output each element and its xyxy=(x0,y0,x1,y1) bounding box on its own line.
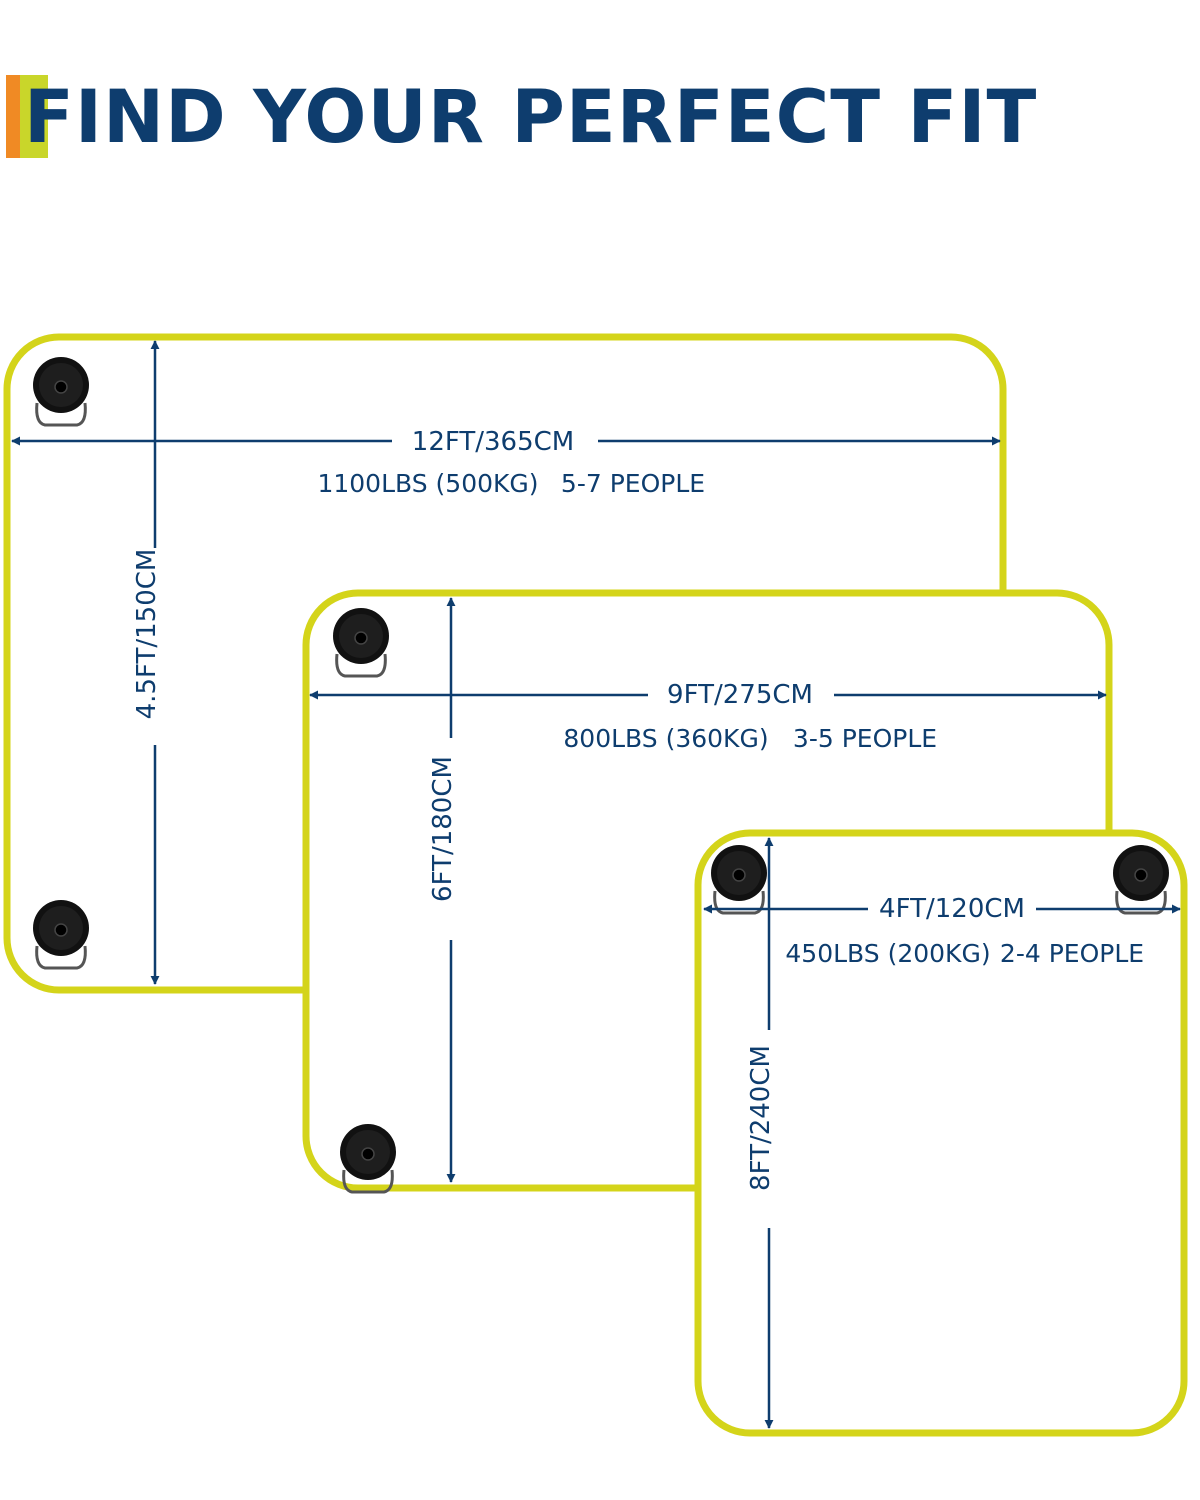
mat-medium-capacity: 800LBS (360KG) xyxy=(563,724,768,753)
mat-medium-length: 9FT/275CM xyxy=(667,680,813,710)
mat-medium-width: 6FT/180CM xyxy=(428,756,458,902)
accent-bar-yellow xyxy=(20,75,48,158)
mat-small-capacity: 450LBS (200KG) xyxy=(785,939,990,968)
mat-medium-people: 3-5 PEOPLE xyxy=(793,724,937,753)
mat-small-outline xyxy=(694,829,1188,1437)
mat-small-people: 2-4 PEOPLE xyxy=(1000,939,1144,968)
mat-small-width: 8FT/240CM xyxy=(746,1045,776,1191)
mat-large-capacity: 1100LBS (500KG) xyxy=(317,469,538,498)
accent-bar-orange xyxy=(6,75,20,158)
mat-large-width: 4.5FT/150CM xyxy=(132,549,162,720)
mat-large-people: 5-7 PEOPLE xyxy=(561,469,705,498)
page-title: FIND YOUR PERFECT FIT xyxy=(24,75,1038,160)
heading: FIND YOUR PERFECT FIT xyxy=(0,70,1200,165)
mat-small-length: 4FT/120CM xyxy=(879,894,1025,924)
mat-large-length: 12FT/365CM xyxy=(412,427,574,457)
mat-small: 4FT/120CM 8FT/240CM 450LBS (200KG) 2-4 P… xyxy=(694,829,1188,1437)
